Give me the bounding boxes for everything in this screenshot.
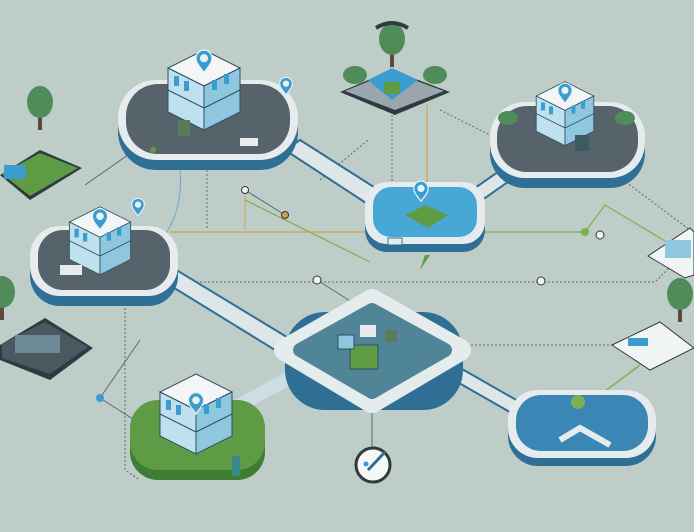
platform-pool <box>365 180 485 270</box>
green-line <box>470 204 681 251</box>
green-line <box>244 199 371 263</box>
dotted-line <box>244 189 286 216</box>
platform-water-hub <box>508 390 656 466</box>
platform-clinic <box>30 197 178 306</box>
solar-panel-icon <box>4 165 26 179</box>
platform-headquarters <box>118 49 298 170</box>
dotted-line <box>99 339 141 399</box>
clock-icon <box>354 446 392 484</box>
document-right-top <box>647 227 694 279</box>
platform-park <box>340 21 450 115</box>
document-icon <box>628 338 648 346</box>
tree-icon <box>27 86 53 130</box>
node-dots <box>96 147 605 402</box>
dotted-line-horizontal <box>180 261 676 283</box>
platform-office <box>490 81 645 188</box>
location-pin-icon <box>131 197 145 217</box>
server-icon <box>178 120 190 136</box>
document-right-bottom <box>610 321 694 371</box>
road-f-g <box>235 370 300 410</box>
platform-green-office <box>130 373 265 480</box>
tree-icon <box>379 23 405 67</box>
platform-warehouse <box>274 289 471 413</box>
solar-panel-tile <box>0 150 82 200</box>
document-icon <box>665 240 691 258</box>
dotted-line <box>124 300 141 481</box>
dotted-line <box>319 139 369 181</box>
server-tile <box>0 318 93 380</box>
tree-icon <box>0 276 15 320</box>
location-pin-icon <box>571 395 585 409</box>
server-icon <box>15 335 60 353</box>
tree-icon <box>667 278 693 322</box>
